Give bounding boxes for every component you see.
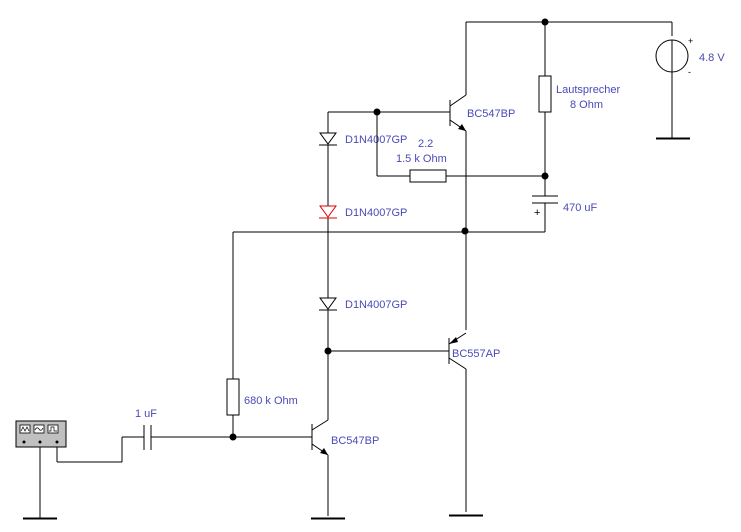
function-generator-icon[interactable] — [15, 420, 123, 520]
speaker-resistor[interactable] — [538, 22, 552, 196]
bias-resistor-label: 680 k Ohm — [244, 395, 298, 407]
d3-label: D1N4007GP — [345, 299, 407, 311]
feedback-resistor[interactable] — [376, 112, 545, 183]
feedback-label-a: 2.2 — [418, 138, 433, 150]
dc-voltage-source-icon[interactable] — [655, 39, 690, 140]
bias-resistor[interactable] — [226, 232, 240, 441]
supply-voltage-label: 4.8 V — [699, 52, 725, 64]
d1-label: D1N4007GP — [345, 134, 407, 146]
diode-d2[interactable] — [319, 205, 337, 219]
cap-plus-sign: + — [534, 207, 540, 219]
speaker-name-label: Lautsprecher — [556, 84, 621, 96]
diode-d3[interactable] — [319, 297, 337, 311]
d2-label: D1N4007GP — [345, 207, 407, 219]
bias-wiring — [324, 108, 381, 420]
mid-rail — [233, 227, 469, 330]
transistor-q3[interactable] — [233, 419, 345, 520]
transistor-q2[interactable] — [328, 332, 483, 517]
diode-d1[interactable] — [319, 132, 337, 146]
cap-out-label: 470 uF — [563, 202, 598, 214]
supply-plus-sign: + — [688, 36, 693, 46]
supply-minus-sign: - — [688, 67, 691, 77]
q2-label: BC557AP — [452, 348, 500, 360]
q3-label: BC547BP — [331, 435, 379, 447]
speaker-value-label: 8 Ohm — [570, 99, 603, 111]
transistor-q1[interactable] — [377, 94, 467, 232]
output-capacitor[interactable] — [466, 195, 558, 233]
cap-in-label: 1 uF — [135, 408, 157, 420]
input-capacitor[interactable] — [122, 425, 233, 450]
q1-label: BC547BP — [467, 108, 515, 120]
feedback-label-b: 1.5 k Ohm — [396, 153, 447, 165]
